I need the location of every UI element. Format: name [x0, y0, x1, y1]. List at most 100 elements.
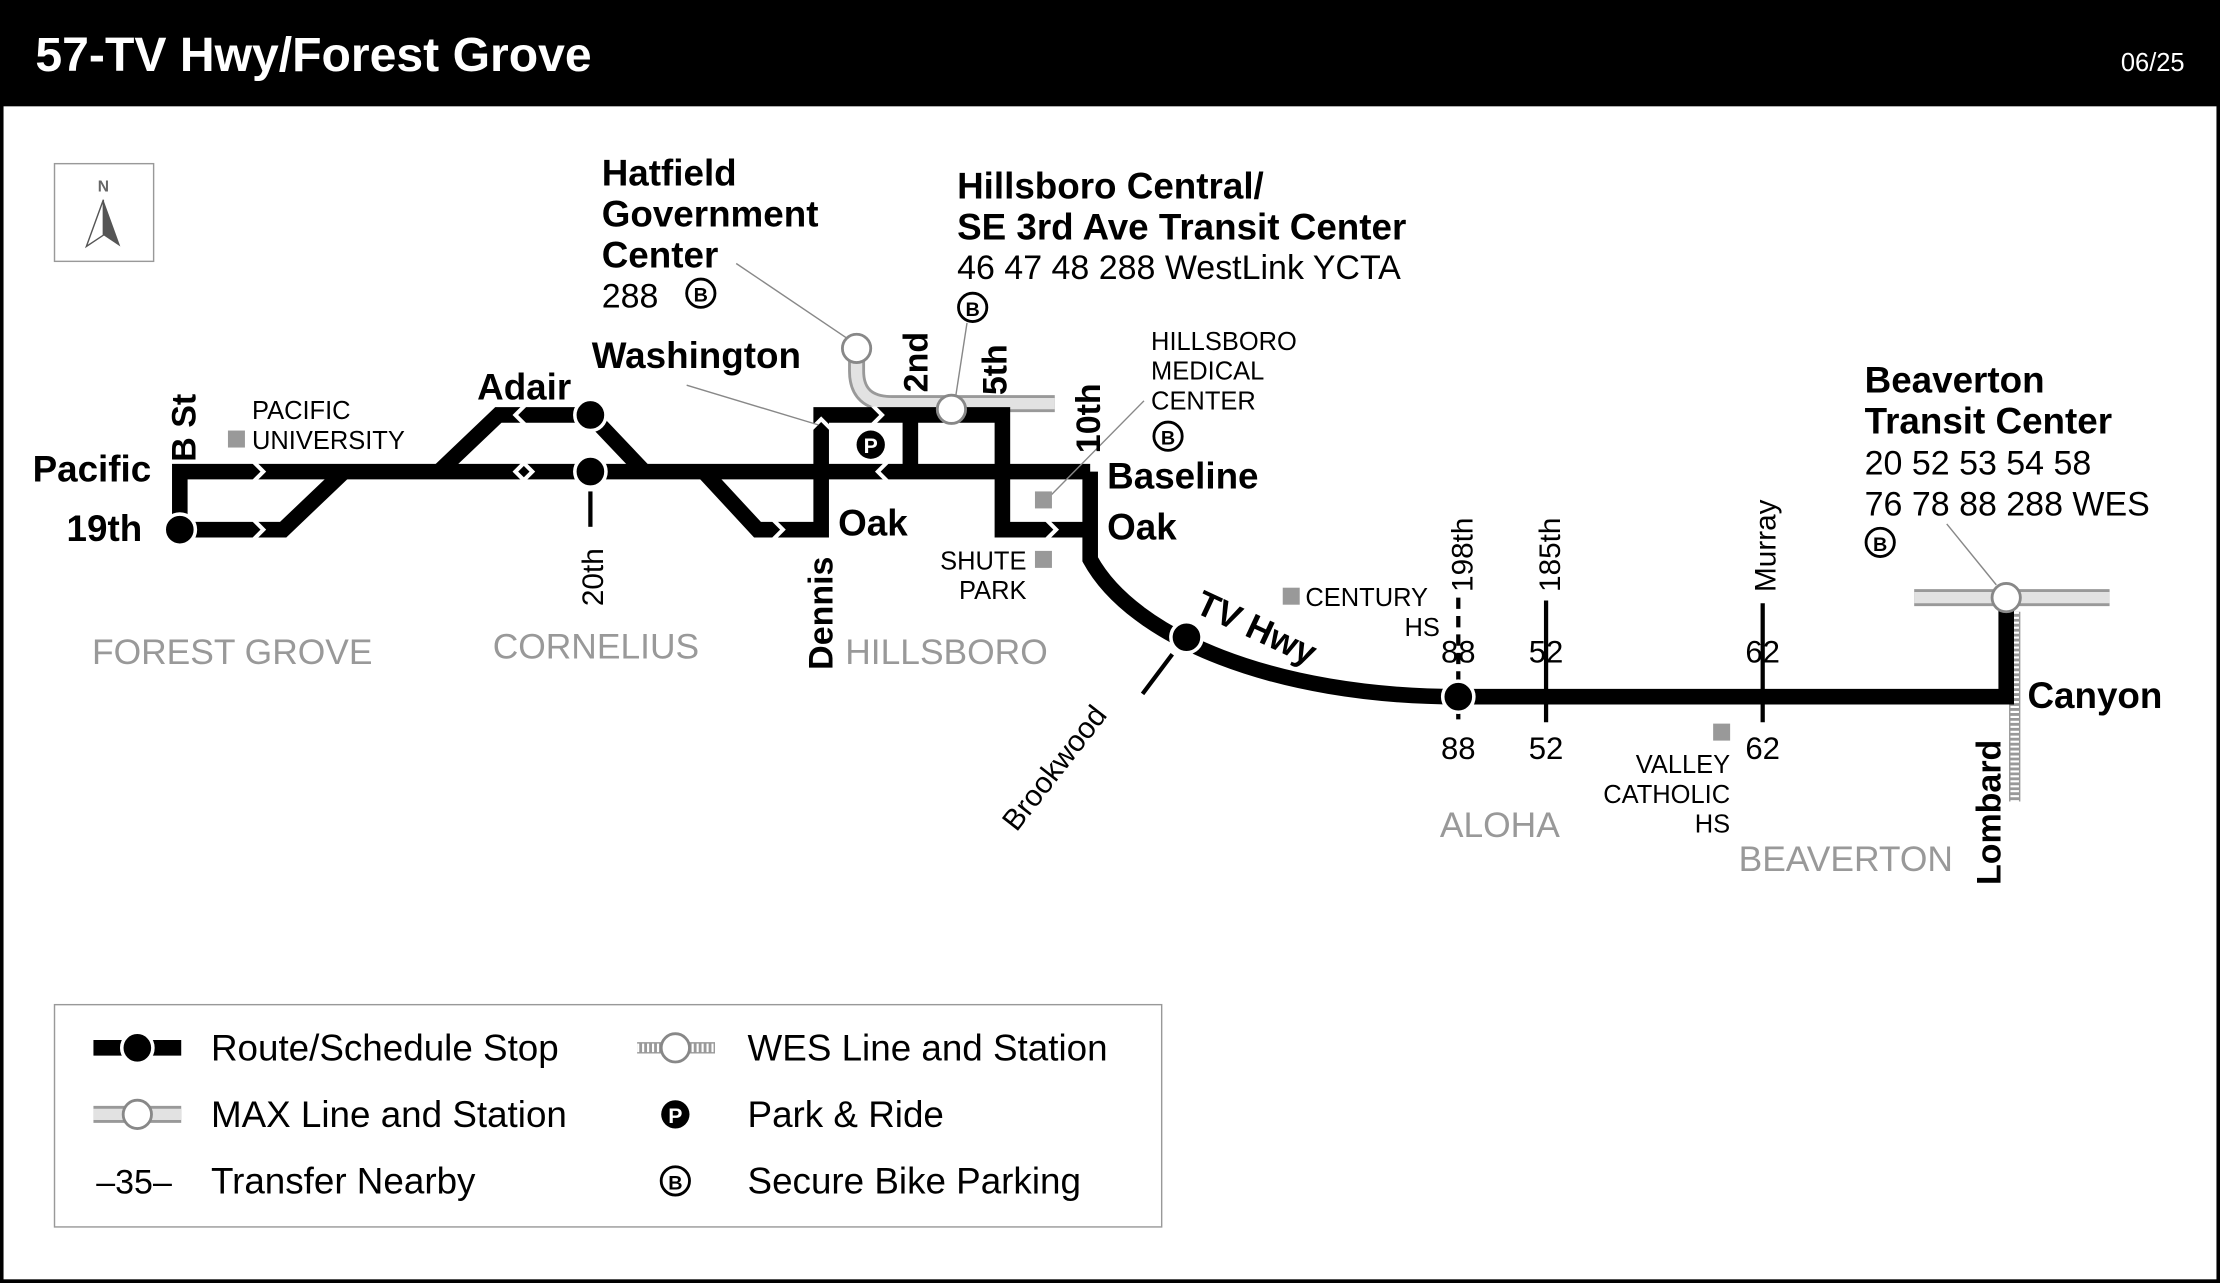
legend-park-ride-label: Park & Ride: [748, 1094, 944, 1135]
area-hillsboro: HILLSBORO: [845, 633, 1047, 672]
transfer-ticks: [588, 491, 1765, 723]
stop-20th-icon: [573, 454, 608, 489]
svg-text:20 52 53 54 58: 20 52 53 54 58: [1865, 444, 2092, 482]
label-19th: 19th: [67, 508, 143, 549]
legend-route-icon: [93, 1030, 182, 1066]
svg-text:Center: Center: [602, 235, 719, 276]
svg-text:P: P: [864, 435, 878, 458]
label-murray: Murray: [1749, 499, 1782, 592]
header-bar: [0, 0, 2220, 107]
landmark-valley-catholic-line2: CATHOLIC: [1603, 781, 1730, 809]
legend-max-label: MAX Line and Station: [211, 1094, 567, 1135]
svg-text:B: B: [1161, 428, 1175, 450]
hillsboro-central-tc-label: Hillsboro Central/ SE 3rd Ave Transit Ce…: [957, 165, 1406, 323]
landmark-shute-park-line2: PARK: [959, 577, 1026, 605]
route-title: 57-TV Hwy/Forest Grove: [35, 28, 591, 82]
area-aloha: ALOHA: [1440, 806, 1560, 845]
leader-lines: [686, 262, 1997, 586]
transfer-198th-north: 88: [1441, 635, 1476, 670]
svg-text:Beaverton: Beaverton: [1865, 359, 2045, 400]
legend-max-icon: [93, 1098, 182, 1130]
landmark-century-hs-line2: HS: [1404, 614, 1439, 642]
label-5th: 5th: [977, 344, 1015, 395]
landmark-hillsboro-medical-line2: MEDICAL: [1151, 358, 1264, 386]
label-oak-2: Oak: [1107, 507, 1177, 548]
hatfield-station-icon: [840, 332, 873, 364]
stop-19th-icon: [162, 512, 198, 547]
legend: Route/Schedule Stop MAX Line and Station…: [53, 1003, 1163, 1228]
label-198th: 198th: [1446, 518, 1479, 592]
label-10th: 10th: [1070, 383, 1108, 453]
label-20th: 20th: [577, 548, 610, 606]
transfer-185th-south: 52: [1529, 731, 1564, 766]
label-185th: 185th: [1534, 518, 1567, 592]
label-pacific: Pacific: [33, 449, 152, 490]
label-dennis: Dennis: [803, 557, 841, 670]
bike-parking-icon: B: [1152, 420, 1184, 452]
svg-text:P: P: [668, 1105, 682, 1128]
label-canyon: Canyon: [2027, 675, 2162, 716]
beaverton-tc-label: Beaverton Transit Center 20 52 53 54 58 …: [1864, 359, 2150, 558]
landmark-hillsboro-medical: HILLSBORO: [1151, 328, 1297, 356]
svg-text:B: B: [1873, 534, 1887, 556]
svg-text:B: B: [966, 299, 980, 321]
bike-parking-icon: [1864, 526, 1896, 558]
schedule-stops: [162, 397, 1476, 715]
svg-text:N: N: [98, 178, 109, 195]
landmark-pacific-university: PACIFIC: [252, 397, 351, 425]
legend-transfer-icon: –35–: [96, 1164, 172, 1202]
landmark-shute-park: SHUTE: [940, 547, 1026, 575]
bike-parking-icon: [685, 277, 717, 309]
legend-bike-icon: B: [659, 1165, 691, 1197]
hillsboro-central-station-icon: [935, 393, 968, 425]
svg-text:Transit Center: Transit Center: [1865, 400, 2112, 441]
area-forest-grove: FOREST GROVE: [92, 633, 372, 672]
landmark-valley-catholic-line3: HS: [1695, 811, 1730, 839]
date-label: 06/25: [2121, 49, 2185, 77]
svg-text:288: 288: [602, 277, 659, 315]
transfer-198th-south: 88: [1441, 731, 1476, 766]
svg-text:SE 3rd Ave Transit Center: SE 3rd Ave Transit Center: [957, 206, 1406, 247]
park-ride-icon: P: [856, 430, 885, 459]
bike-parking-icon: [957, 291, 989, 323]
label-adair: Adair: [477, 366, 571, 407]
svg-text:76 78 88 288 WES: 76 78 88 288 WES: [1865, 485, 2150, 523]
label-washington: Washington: [592, 335, 801, 376]
transfer-murray-south: 62: [1745, 731, 1780, 766]
svg-text:B: B: [694, 285, 708, 307]
landmark-valley-catholic: VALLEY: [1636, 751, 1730, 779]
legend-bike-label: Secure Bike Parking: [748, 1161, 1081, 1202]
label-baseline: Baseline: [1107, 456, 1258, 497]
svg-text:Government: Government: [602, 194, 819, 235]
legend-park-ride-icon: P: [661, 1100, 690, 1129]
label-2nd: 2nd: [897, 332, 935, 392]
hatfield-tc-label: Hatfield Government Center 288 B: [602, 153, 819, 316]
north-arrow-icon: N: [53, 162, 155, 263]
stop-brookwood-icon: [1169, 619, 1204, 655]
transfer-murray-north: 62: [1745, 635, 1780, 670]
max-stations: [840, 332, 2022, 614]
landmark-pacific-university-line2: UNIVERSITY: [252, 427, 405, 455]
legend-transfer-label: Transfer Nearby: [211, 1161, 476, 1202]
area-cornelius: CORNELIUS: [493, 627, 699, 666]
area-beaverton: BEAVERTON: [1739, 840, 1953, 879]
svg-text:Hillsboro Central/: Hillsboro Central/: [957, 165, 1264, 206]
landmark-century-hs: CENTURY: [1305, 584, 1428, 612]
svg-text:46 47 48 288 WestLink YCTA: 46 47 48 288 WestLink YCTA: [957, 249, 1401, 287]
svg-text:B: B: [668, 1172, 682, 1194]
stop-adair-icon: [573, 397, 608, 433]
label-b-st: B St: [165, 394, 203, 462]
svg-text:Hatfield: Hatfield: [602, 153, 737, 194]
legend-wes-icon: [637, 1032, 715, 1064]
stop-198th-icon: [1440, 679, 1476, 715]
legend-route-label: Route/Schedule Stop: [211, 1028, 559, 1069]
label-oak: Oak: [838, 502, 908, 543]
landmark-hillsboro-medical-line3: CENTER: [1151, 387, 1256, 415]
landmark-markers: [227, 430, 1731, 741]
transfer-185th-north: 52: [1529, 635, 1564, 670]
beaverton-tc-station-icon: [1990, 582, 2022, 614]
route-line: [172, 407, 2014, 705]
label-lombard: Lombard: [1971, 740, 2009, 885]
legend-wes-label: WES Line and Station: [748, 1028, 1108, 1069]
